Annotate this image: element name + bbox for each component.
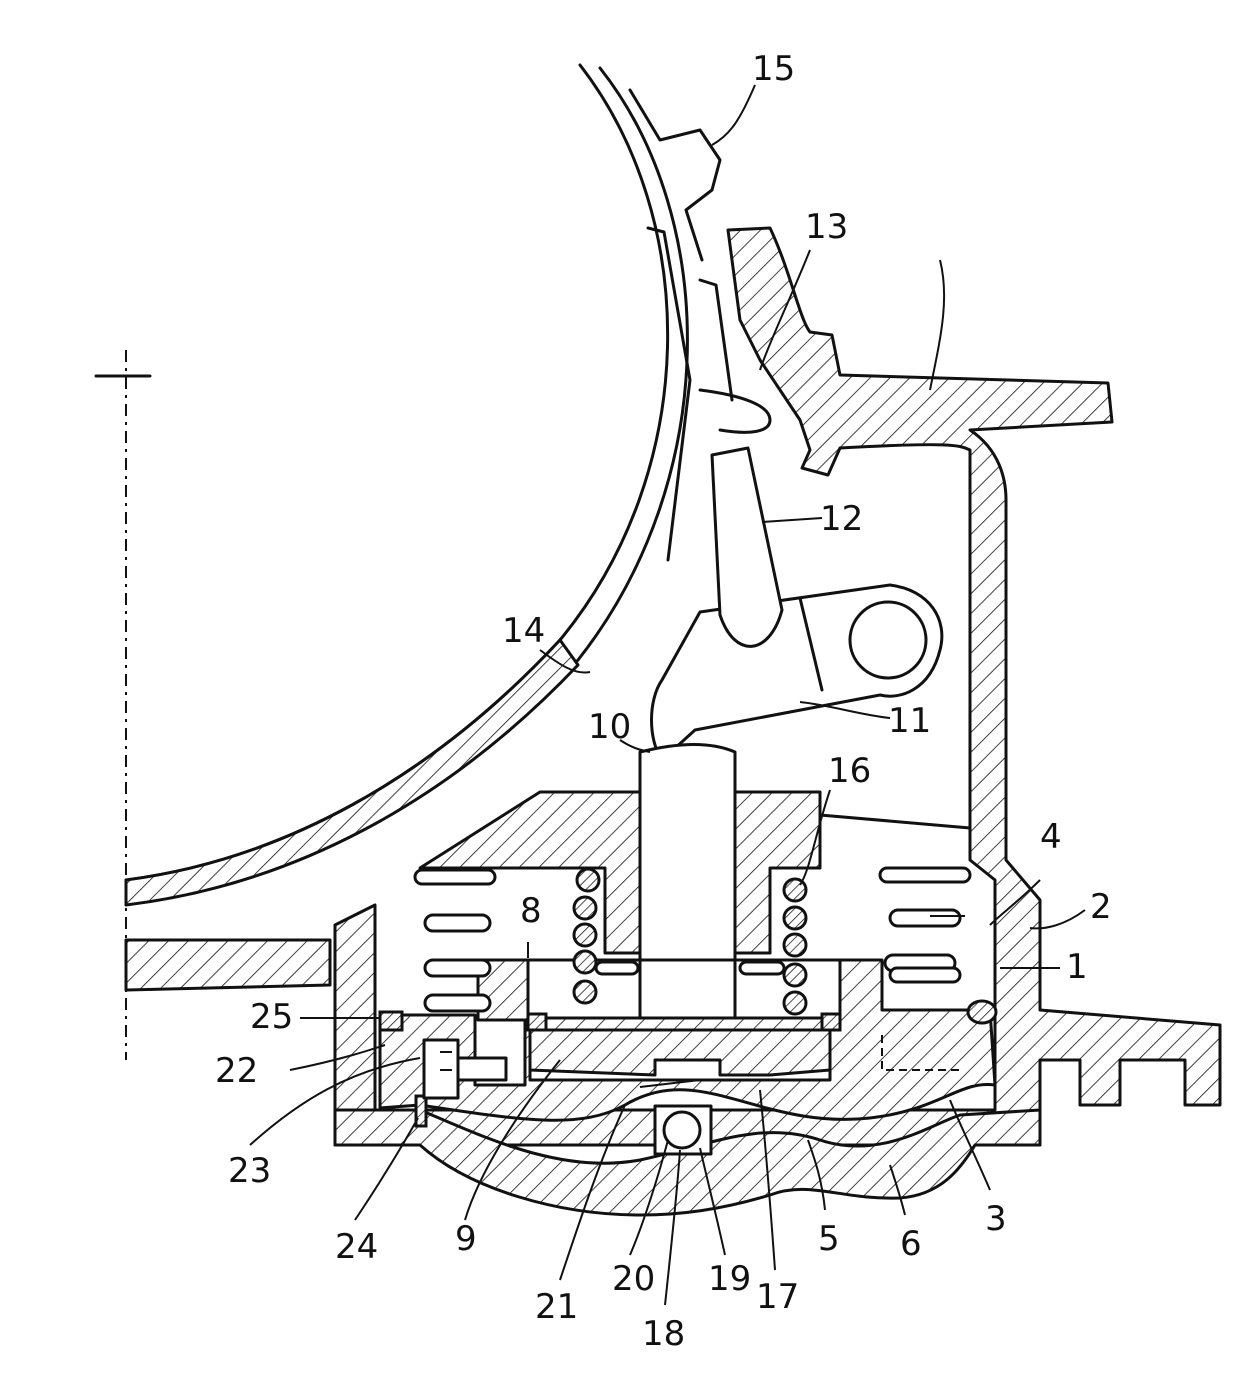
label-18: 18 xyxy=(642,1314,685,1354)
tappet-10 xyxy=(640,745,735,1064)
label-4: 4 xyxy=(1040,817,1062,857)
label-20: 20 xyxy=(612,1259,655,1299)
label-15: 15 xyxy=(752,49,795,89)
label-22: 22 xyxy=(215,1051,258,1091)
label-25: 25 xyxy=(250,997,293,1037)
label-21: 21 xyxy=(535,1287,578,1327)
label-24: 24 xyxy=(335,1227,378,1267)
label-2: 2 xyxy=(1090,887,1112,927)
label-16: 16 xyxy=(828,751,871,791)
label-17: 17 xyxy=(756,1277,799,1317)
label-9: 9 xyxy=(455,1219,477,1259)
label-1: 1 xyxy=(1066,947,1088,987)
label-23: 23 xyxy=(228,1151,271,1191)
label-13: 13 xyxy=(805,207,848,247)
spring-4-right xyxy=(880,868,970,982)
label-19: 19 xyxy=(708,1259,751,1299)
label-10: 10 xyxy=(588,707,631,747)
label-6: 6 xyxy=(900,1224,922,1264)
label-14: 14 xyxy=(502,611,545,651)
label-5: 5 xyxy=(818,1219,840,1259)
label-8: 8 xyxy=(520,891,542,931)
label-3: 3 xyxy=(985,1199,1007,1239)
label-12: 12 xyxy=(820,499,863,539)
label-11: 11 xyxy=(888,701,931,741)
